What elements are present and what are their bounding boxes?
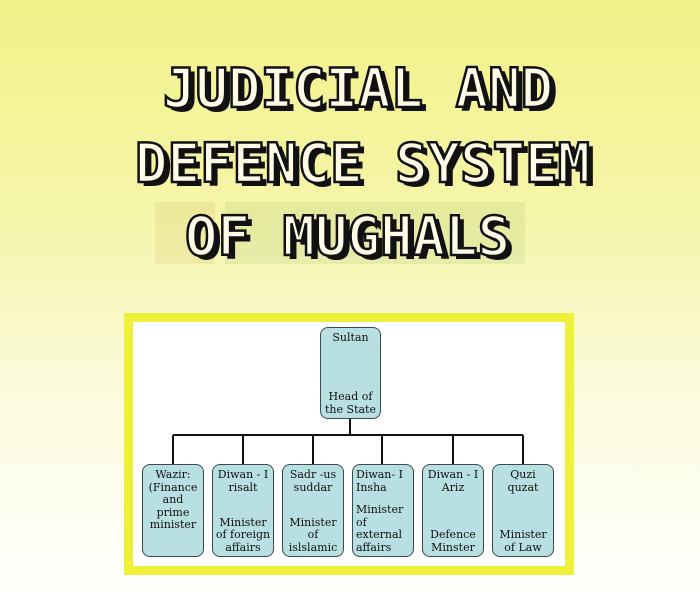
title-line-3: OF MUGHALS	[184, 205, 512, 268]
title-line-1: JUDICIAL AND	[162, 57, 555, 120]
watermark-logo	[155, 202, 525, 264]
title-line-2: DEFENCE SYSTEM	[134, 132, 592, 195]
node-sultan-name: Sultan	[332, 331, 369, 344]
connector-lines	[172, 419, 524, 464]
